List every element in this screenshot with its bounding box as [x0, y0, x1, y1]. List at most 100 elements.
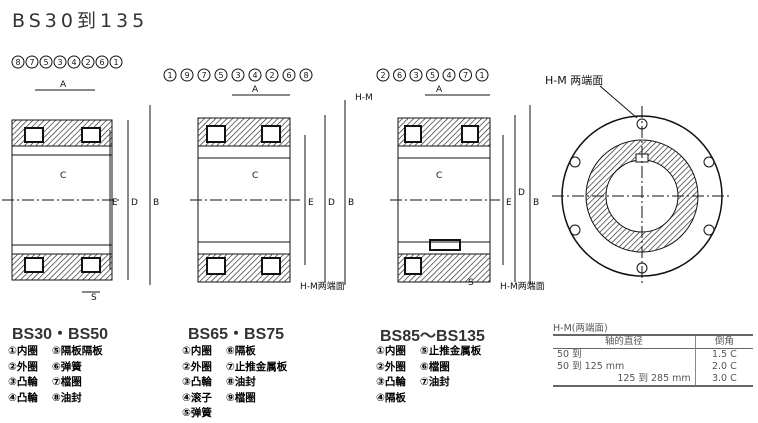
- part-label: ⑤止推金属板: [419, 345, 482, 357]
- callout-number: 3: [413, 71, 418, 80]
- part-label: ④隔板: [376, 391, 406, 404]
- callout-circle: [163, 68, 177, 82]
- part-label: ②外圈: [8, 360, 38, 373]
- callout-number: 7: [463, 71, 468, 80]
- parts-legend: ①内圈 ⑤隔板隔板 ②外圈 ⑥弹簧 ③凸輪 ⑦檔圈 ④凸輪 ⑧油封: [8, 344, 103, 406]
- drawing-bs65-bs75: [190, 94, 346, 285]
- cell: 50 到: [553, 348, 696, 361]
- callout-number: 5: [218, 71, 223, 80]
- dim-d: D: [328, 198, 335, 208]
- dim-e: E: [112, 198, 118, 208]
- part-label: ②外圈: [182, 360, 212, 373]
- callout-circle: [67, 55, 81, 69]
- part-label: ⑤隔板隔板: [51, 345, 103, 357]
- callout-number: 4: [71, 58, 76, 67]
- callout-circle: [393, 68, 406, 82]
- dim-c: C: [436, 171, 442, 181]
- part-label: ⑦止推金属板: [225, 360, 288, 373]
- hm-label: H-M 两端面: [545, 74, 603, 87]
- callout-circle: [180, 68, 194, 82]
- part-label: ⑧油封: [225, 376, 256, 388]
- callout-circle: [81, 55, 95, 69]
- table-row: 50 到 125 mm 2.0 C: [553, 361, 753, 373]
- dim-e: E: [308, 198, 314, 208]
- callout-number: 2: [269, 71, 274, 80]
- callout-circle: [248, 68, 262, 82]
- part-label: ⑤弹簧: [182, 407, 212, 419]
- callout-circle: [409, 68, 423, 82]
- dim-a: A: [436, 85, 443, 95]
- callout-number: 2: [380, 71, 385, 80]
- cell: 3.0 C: [711, 373, 737, 384]
- column-header: 轴的直径: [553, 335, 696, 349]
- part-label: ⑧油封: [51, 391, 82, 404]
- cell: 1.5 C: [711, 349, 737, 360]
- part-label: ⑨檔圈: [225, 391, 256, 404]
- dim-a: A: [252, 85, 259, 95]
- cell: 2.0 C: [711, 361, 737, 372]
- table-caption: H-M(两端面): [553, 323, 608, 334]
- callout-number: 2: [85, 58, 90, 67]
- callout-circle: [109, 55, 123, 69]
- part-label: ⑥弹簧: [51, 360, 82, 373]
- callout-number: 1: [167, 71, 172, 80]
- part-label: [226, 406, 287, 422]
- table-row: 125 到 285 mm 3.0 C: [553, 373, 753, 386]
- part-label: ①内圈: [376, 345, 406, 357]
- cell: 50 到 125 mm: [553, 361, 696, 373]
- callout-number: 6: [286, 71, 291, 80]
- callout-number: 4: [446, 71, 451, 80]
- callout-circle: [265, 68, 279, 82]
- part-label: [420, 391, 481, 407]
- callout-circle: [299, 68, 313, 82]
- dim-b: B: [348, 198, 354, 208]
- part-label: ①内圈: [8, 345, 38, 357]
- drawing-bs85-bs135: [390, 94, 531, 285]
- series-title: BS65・BS75: [188, 326, 285, 343]
- cell: 125 到 285 mm: [553, 373, 696, 386]
- callout-circle: [214, 68, 228, 82]
- table-row: 50 到 1.5 C: [553, 348, 753, 361]
- callout-circle: [53, 55, 67, 69]
- part-label: ④滚子: [182, 391, 212, 404]
- callout-circle: [426, 68, 439, 82]
- series-title: BS85～BS135: [380, 328, 485, 345]
- dim-d: D: [131, 198, 138, 208]
- hm-label: H-M: [355, 93, 373, 103]
- callout-circle: [475, 68, 489, 82]
- hm-label: H-M两端面: [300, 280, 345, 292]
- column-header: 倒角: [714, 336, 734, 347]
- drawings: A C E D B S A C E D B H-M两端面 H-M A C E D…: [2, 55, 732, 303]
- callout-number: 1: [479, 71, 484, 80]
- callout-number: 9: [184, 71, 189, 80]
- part-label: ⑥檔圈: [419, 360, 450, 373]
- callout-circle: [39, 55, 53, 69]
- callout-number: 7: [29, 58, 34, 67]
- part-label: ⑥隔板: [225, 345, 256, 357]
- callout-circle: [231, 68, 245, 82]
- callout-circle: [459, 68, 472, 82]
- callout-number: 8: [15, 58, 20, 67]
- callout-number: 6: [397, 71, 402, 80]
- dim-a: A: [60, 80, 67, 90]
- dim-b: B: [533, 198, 539, 208]
- callout-number: 6: [99, 58, 104, 67]
- dim-s: S: [91, 293, 97, 303]
- callout-number: 5: [43, 58, 48, 67]
- dim-c: C: [60, 171, 66, 181]
- part-label: ⑦油封: [419, 376, 450, 388]
- drawing-end-view: [552, 85, 732, 286]
- callout-circle: [11, 55, 25, 69]
- part-label: ④凸輪: [8, 391, 38, 404]
- callout-circle: [197, 68, 211, 82]
- part-label: ②外圈: [376, 360, 406, 373]
- callout-number: 3: [57, 58, 62, 67]
- part-label: ③凸輪: [8, 376, 38, 388]
- part-label: ⑦檔圈: [51, 376, 82, 388]
- callout-number: 8: [303, 71, 308, 80]
- callout-number: 5: [430, 71, 435, 80]
- drawing-bs30-bs50: [2, 89, 151, 293]
- dim-e: E: [506, 198, 512, 208]
